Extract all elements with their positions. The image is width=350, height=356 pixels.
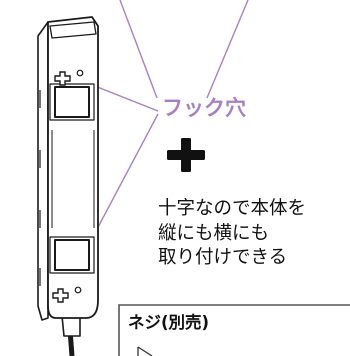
leader-line-top-right	[206, 0, 249, 99]
upper-socket-frame	[49, 83, 95, 121]
cord-bushing	[61, 315, 81, 337]
screw-icon	[137, 346, 153, 356]
lower-socket-frame	[49, 236, 95, 274]
leader-line-top-left	[119, 0, 158, 99]
hook-hole-icon	[54, 71, 71, 86]
upper-round-hole	[76, 69, 84, 77]
lower-socket	[54, 239, 90, 271]
cross-shape-icon	[167, 138, 205, 172]
screw-box	[118, 304, 350, 356]
screw-box-title: ネジ(別売)	[128, 313, 210, 332]
upper-socket	[54, 86, 90, 118]
lower-round-hole	[74, 286, 82, 294]
power-strip	[37, 16, 99, 356]
description-line: 取り付けできる	[158, 247, 288, 268]
hook-hole-icon	[52, 288, 69, 303]
cross-description: 十字なので本体を 縦にも横にも 取り付けできる	[158, 197, 306, 271]
description-line: 縦にも横にも	[158, 222, 270, 244]
description-line: 十字なので本体を	[158, 198, 307, 219]
top-plate	[49, 21, 97, 39]
hook-hole-label: フック穴	[162, 96, 246, 120]
body-grooves	[51, 130, 95, 228]
